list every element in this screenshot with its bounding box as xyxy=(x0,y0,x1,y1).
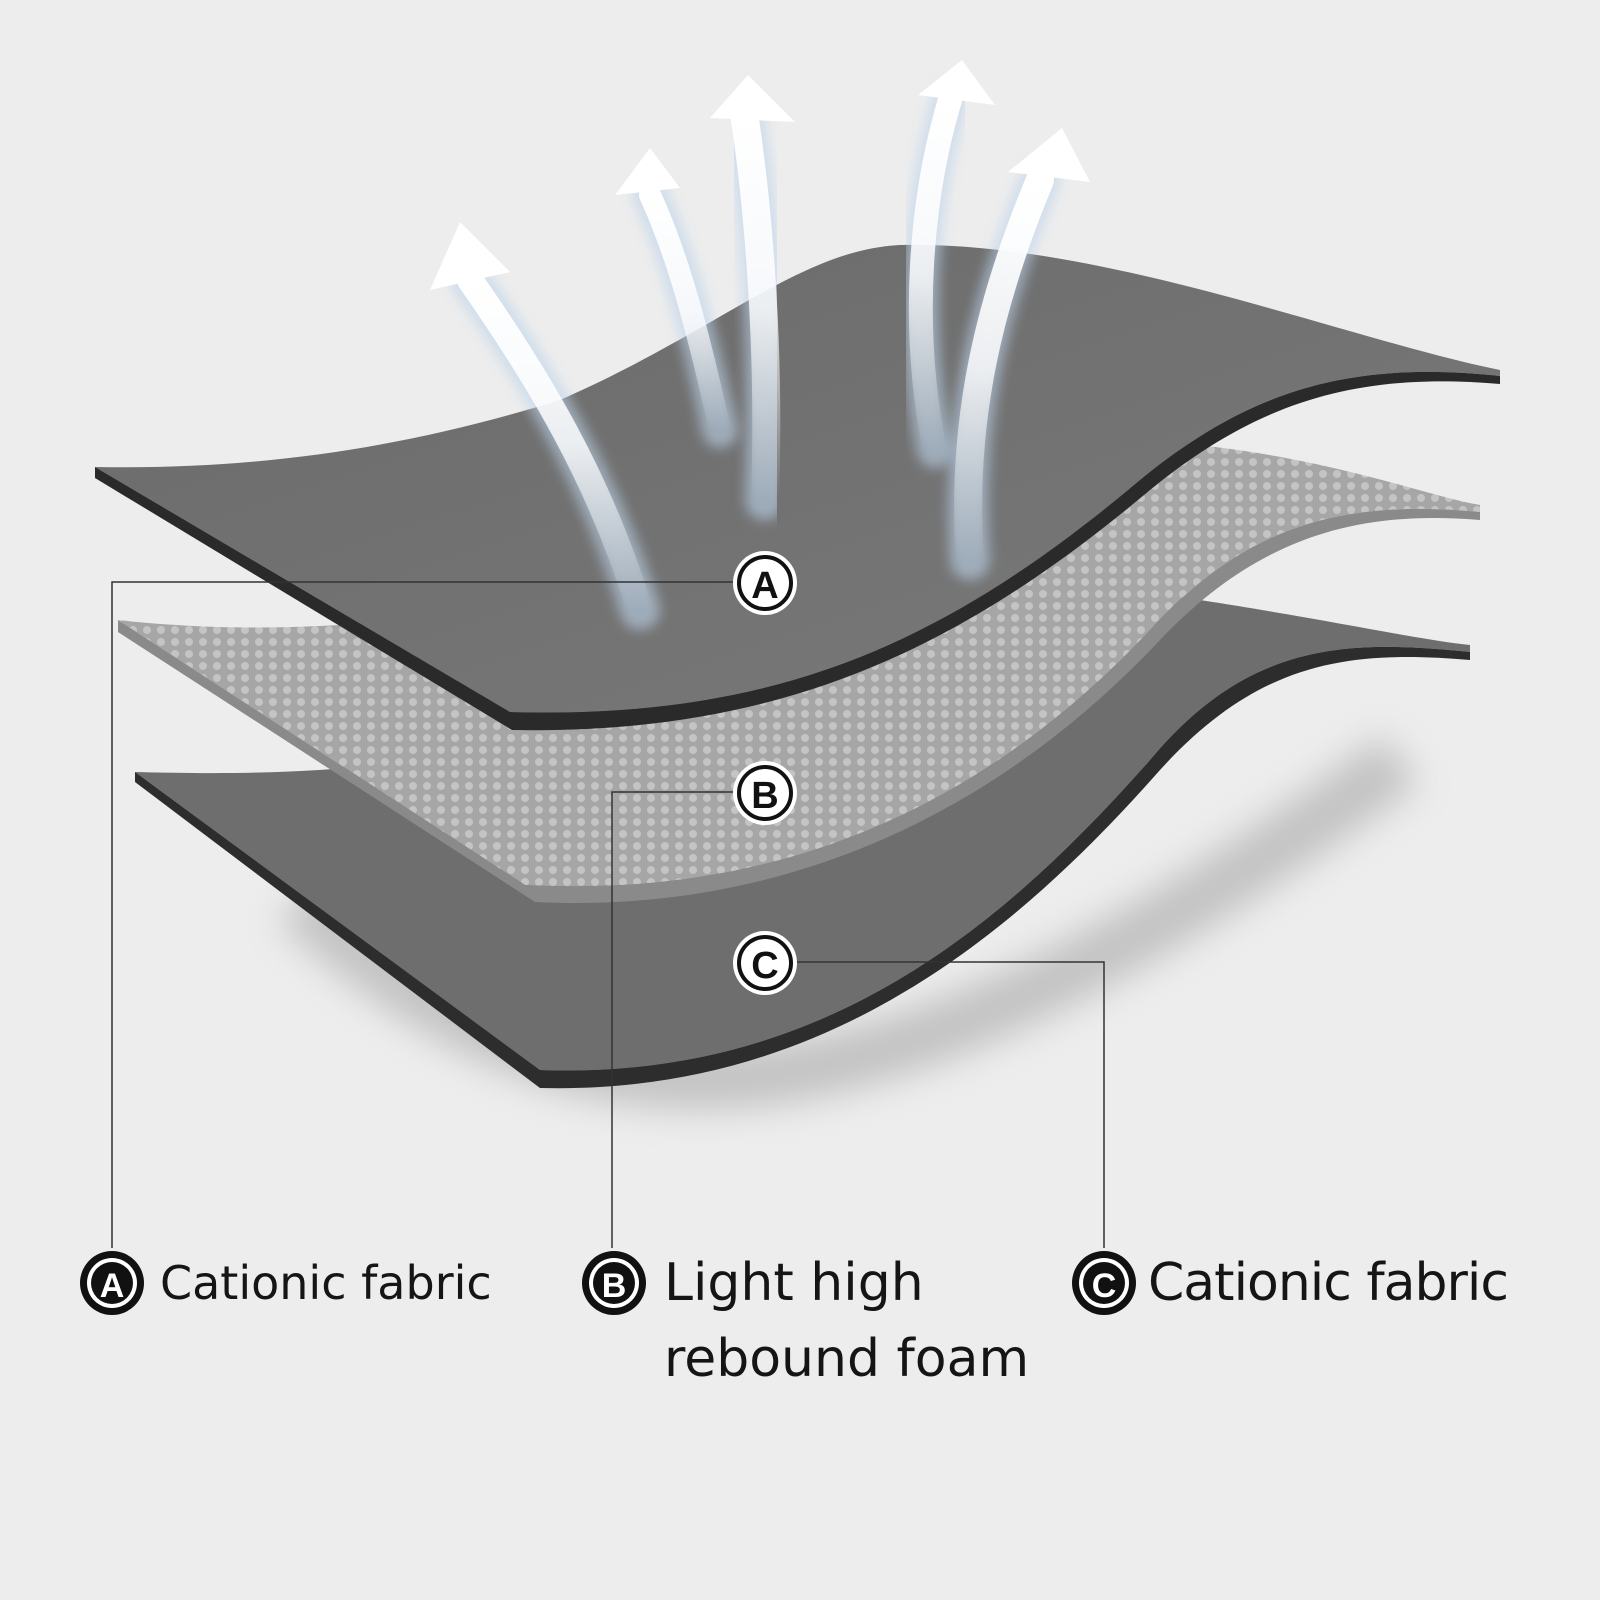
legend-label-c: Cationic fabric xyxy=(1148,1253,1509,1313)
legend-label-b-line1: Light high xyxy=(664,1253,924,1313)
svg-text:A: A xyxy=(100,1267,125,1305)
svg-text:B: B xyxy=(751,775,778,817)
legend-label-b-line2: rebound foam xyxy=(664,1329,1030,1389)
legend-badge-a: A xyxy=(80,1251,144,1315)
layer-a-cationic-fabric xyxy=(95,244,1500,731)
leader-lines xyxy=(111,581,1105,1248)
marker-b: B xyxy=(733,761,797,825)
legend-label-a: Cationic fabric xyxy=(160,1256,492,1310)
airflow-arrow-icon xyxy=(948,128,1090,580)
svg-text:C: C xyxy=(1092,1267,1117,1305)
svg-text:A: A xyxy=(751,565,778,607)
svg-text:C: C xyxy=(751,945,778,987)
airflow-arrow-icon xyxy=(902,60,995,468)
leader-line-c xyxy=(797,961,1105,1248)
airflow-arrow-icon xyxy=(615,148,738,448)
marker-c: C xyxy=(733,931,797,995)
airflow-arrows xyxy=(430,60,1090,630)
legend-badge-c: C xyxy=(1072,1251,1136,1315)
airflow-arrow-icon xyxy=(430,222,660,630)
airflow-arrow-icon xyxy=(710,75,795,520)
svg-text:B: B xyxy=(602,1267,627,1305)
leader-line-a xyxy=(111,581,733,1248)
legend-badge-b: B xyxy=(582,1251,646,1315)
marker-a: A xyxy=(733,551,797,615)
leader-line-b xyxy=(611,791,733,1248)
